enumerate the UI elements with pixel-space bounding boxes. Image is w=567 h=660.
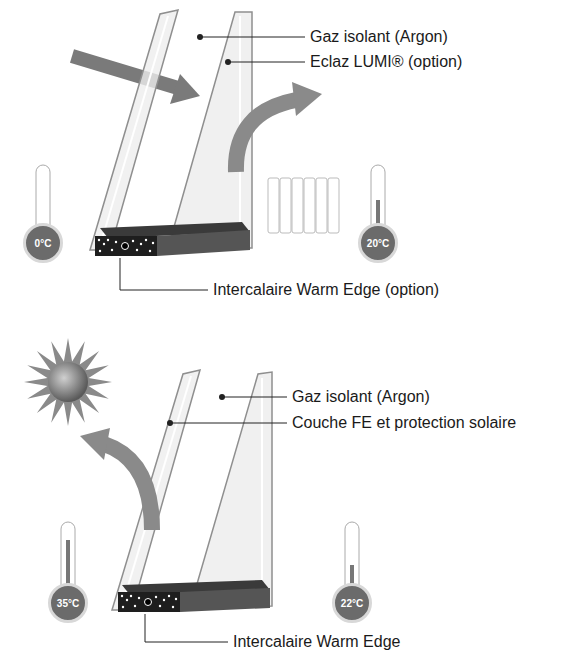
- radiator: [268, 178, 339, 233]
- leader-lines: [120, 37, 305, 642]
- thermometer-bulb: 35°C: [48, 583, 88, 623]
- thermometer-bulb: 0°C: [23, 223, 63, 263]
- spacer-label: Intercalaire Warm Edge: [233, 633, 400, 651]
- spacer-label: Intercalaire Warm Edge (option): [213, 281, 439, 299]
- top-glass: [90, 10, 252, 250]
- coating-label: Couche FE et protection solaire: [292, 414, 516, 432]
- coating-label: Eclaz LUMI® (option): [310, 53, 462, 71]
- temperature-value: 35°C: [57, 598, 79, 609]
- sun-rays: [24, 338, 112, 426]
- gas-label: Gaz isolant (Argon): [310, 28, 448, 46]
- gas-label: Gaz isolant (Argon): [292, 388, 430, 406]
- thermometer-bulb: 22°C: [332, 583, 372, 623]
- bottom-curved-arrow: [80, 428, 152, 530]
- temperature-value: 0°C: [35, 238, 52, 249]
- bottom-spacer: [118, 580, 270, 612]
- temperature-value: 22°C: [341, 598, 363, 609]
- thermometer-bulb: 20°C: [358, 223, 398, 263]
- top-curved-arrow: [236, 82, 322, 172]
- temperature-value: 20°C: [367, 238, 389, 249]
- bottom-glass: [112, 370, 272, 610]
- leader-dots: [167, 34, 231, 426]
- top-spacer: [95, 222, 250, 256]
- sun: [24, 338, 112, 426]
